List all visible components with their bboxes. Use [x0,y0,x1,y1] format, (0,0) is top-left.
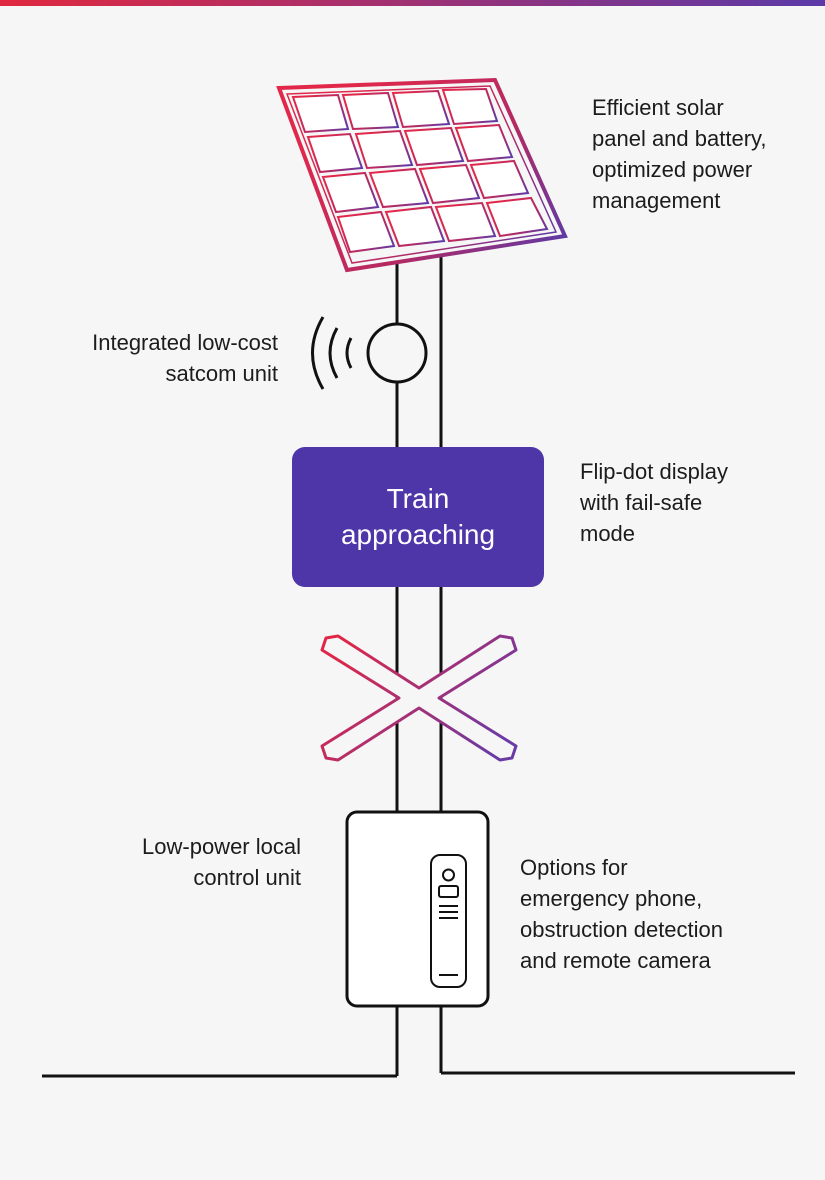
ground-line [42,1071,795,1078]
solar-panel-icon [276,77,568,273]
top-gradient-bar [0,0,825,6]
solar-panel-label: Efficient solar panel and battery, optim… [592,95,767,213]
display-message: Train approaching [340,483,496,550]
flip-dot-display [292,447,544,587]
display-label: Flip-dot display with fail-safe mode [580,459,728,546]
crossbuck-icon [320,634,518,762]
options-label: Options for emergency phone, obstruction… [520,855,724,973]
satcom-label: Integrated low-cost satcom unit [92,330,278,386]
emergency-phone-icon [430,854,467,988]
control-unit-label: Low-power local control unit [142,834,301,890]
satellite-signal-icon [311,316,428,390]
